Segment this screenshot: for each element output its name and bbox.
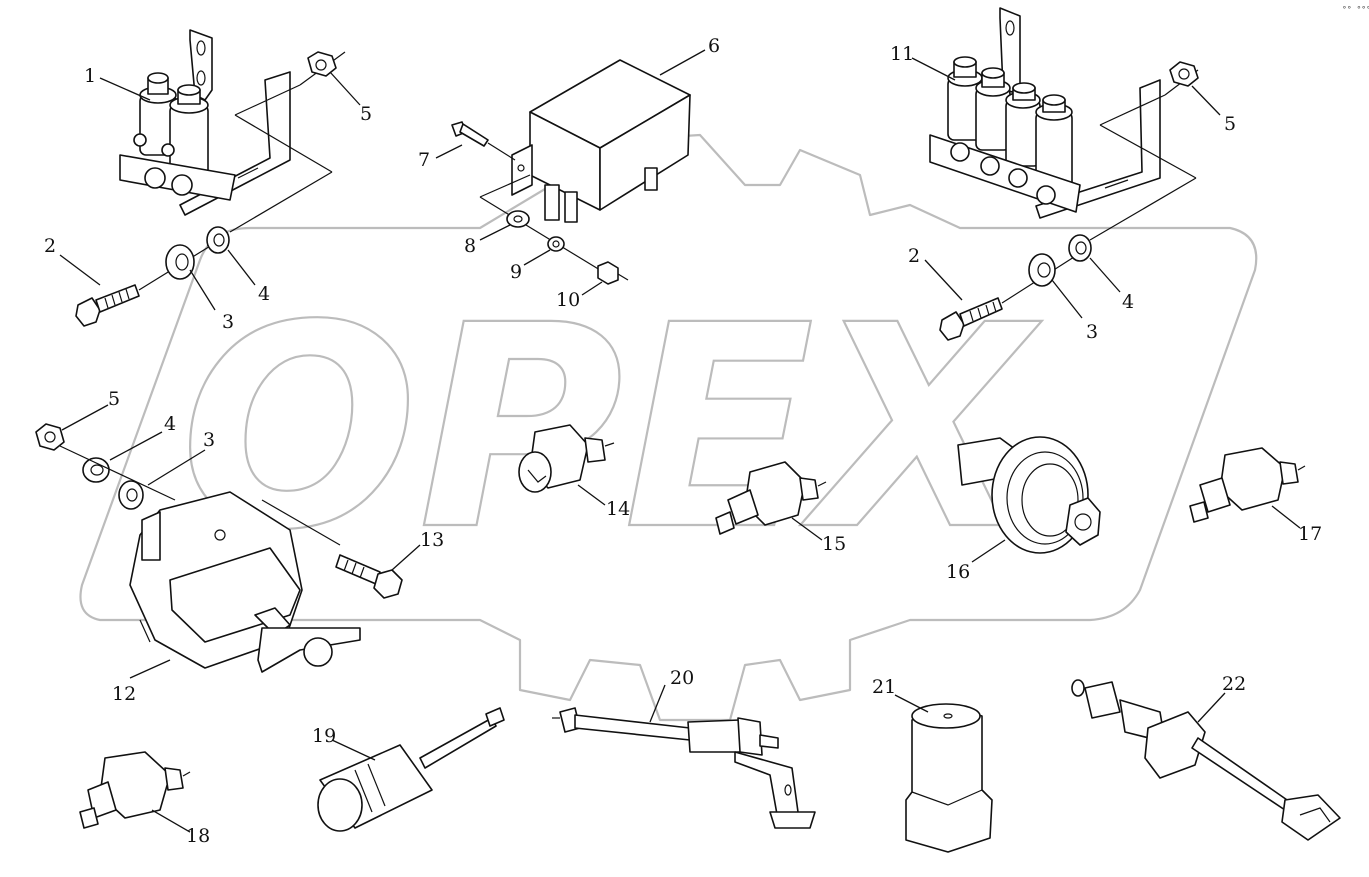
part-20-sensor-bracket <box>552 707 816 829</box>
part-21-cap <box>905 703 993 853</box>
part-4-spring-washer-mid <box>82 457 110 483</box>
part-5-nut-top-right <box>1169 61 1199 87</box>
watermark-text: OPEX <box>180 266 1042 592</box>
callout-8: 8 <box>464 235 476 257</box>
part-4-spring-washer-right <box>1068 234 1092 262</box>
callout-13: 13 <box>420 529 444 551</box>
callout-numbers: 1 2 3 4 5 6 7 8 9 10 11 5 2 3 4 5 4 3 13… <box>44 35 1322 847</box>
part-22-level-sensor <box>1071 679 1341 841</box>
part-18-sensor <box>79 751 191 829</box>
part-3-washer-left <box>165 244 195 280</box>
callout-7: 7 <box>418 149 430 171</box>
callout-15: 15 <box>822 533 846 555</box>
part-6-mounting-lines <box>479 174 601 271</box>
callout-9: 9 <box>510 261 522 283</box>
part-3-washer-mid <box>118 480 144 510</box>
callout-1: 1 <box>84 65 96 87</box>
part-11-valve-block <box>929 7 1161 219</box>
part-17-sensor <box>1189 447 1306 523</box>
part-5-nut-top-left <box>307 51 337 77</box>
part-6-relay-box <box>511 59 691 223</box>
watermark-gear-outline <box>79 133 1258 722</box>
callout-19: 19 <box>312 725 336 747</box>
callout-4-mid: 4 <box>164 413 176 435</box>
part-2-bolt-right <box>939 297 1003 341</box>
callout-4-left: 4 <box>258 283 270 305</box>
part-8-washer <box>506 210 530 228</box>
callout-22: 22 <box>1222 673 1246 695</box>
part-2-bolt-left <box>75 284 140 327</box>
callout-14: 14 <box>606 498 630 520</box>
callout-2-left: 2 <box>44 235 56 257</box>
part-12-switch-housing <box>129 491 361 673</box>
callout-3-left: 3 <box>222 311 234 333</box>
part-14-sensor <box>518 424 615 493</box>
callout-21: 21 <box>872 676 896 698</box>
part-5-nut-mid-left <box>35 423 65 451</box>
callout-18: 18 <box>186 825 210 847</box>
part-4-spring-washer-left <box>206 226 230 254</box>
part-19-sensor <box>317 707 505 832</box>
watermark: OPEX <box>79 133 1258 722</box>
switch-axis-line <box>59 445 176 501</box>
callout-4-right: 4 <box>1122 291 1134 313</box>
callout-17: 17 <box>1298 523 1322 545</box>
callout-11: 11 <box>890 43 914 65</box>
part-7-screw <box>451 121 516 161</box>
corner-mark: °° °°° <box>1342 5 1369 14</box>
callout-6: 6 <box>708 35 720 57</box>
part-15-sensor <box>715 461 827 535</box>
bolt-13-axis <box>261 499 341 546</box>
callout-5-mid: 5 <box>108 388 120 410</box>
part-1-valve-block <box>119 29 291 216</box>
callout-3-mid: 3 <box>203 429 215 451</box>
callout-5-top-right: 5 <box>1224 113 1236 135</box>
callout-2-right: 2 <box>908 245 920 267</box>
callout-3-right: 3 <box>1086 321 1098 343</box>
callout-5-top-left: 5 <box>360 103 372 125</box>
callout-16: 16 <box>946 561 970 583</box>
part-3-washer-right <box>1028 253 1056 287</box>
callout-10: 10 <box>556 289 580 311</box>
part-16-pressure-sensor <box>957 436 1101 554</box>
part-9-spring-washer <box>547 236 565 252</box>
callout-20: 20 <box>670 667 694 689</box>
leader-lines <box>59 49 1301 833</box>
callout-12: 12 <box>112 683 136 705</box>
part-10-nut <box>597 261 629 285</box>
